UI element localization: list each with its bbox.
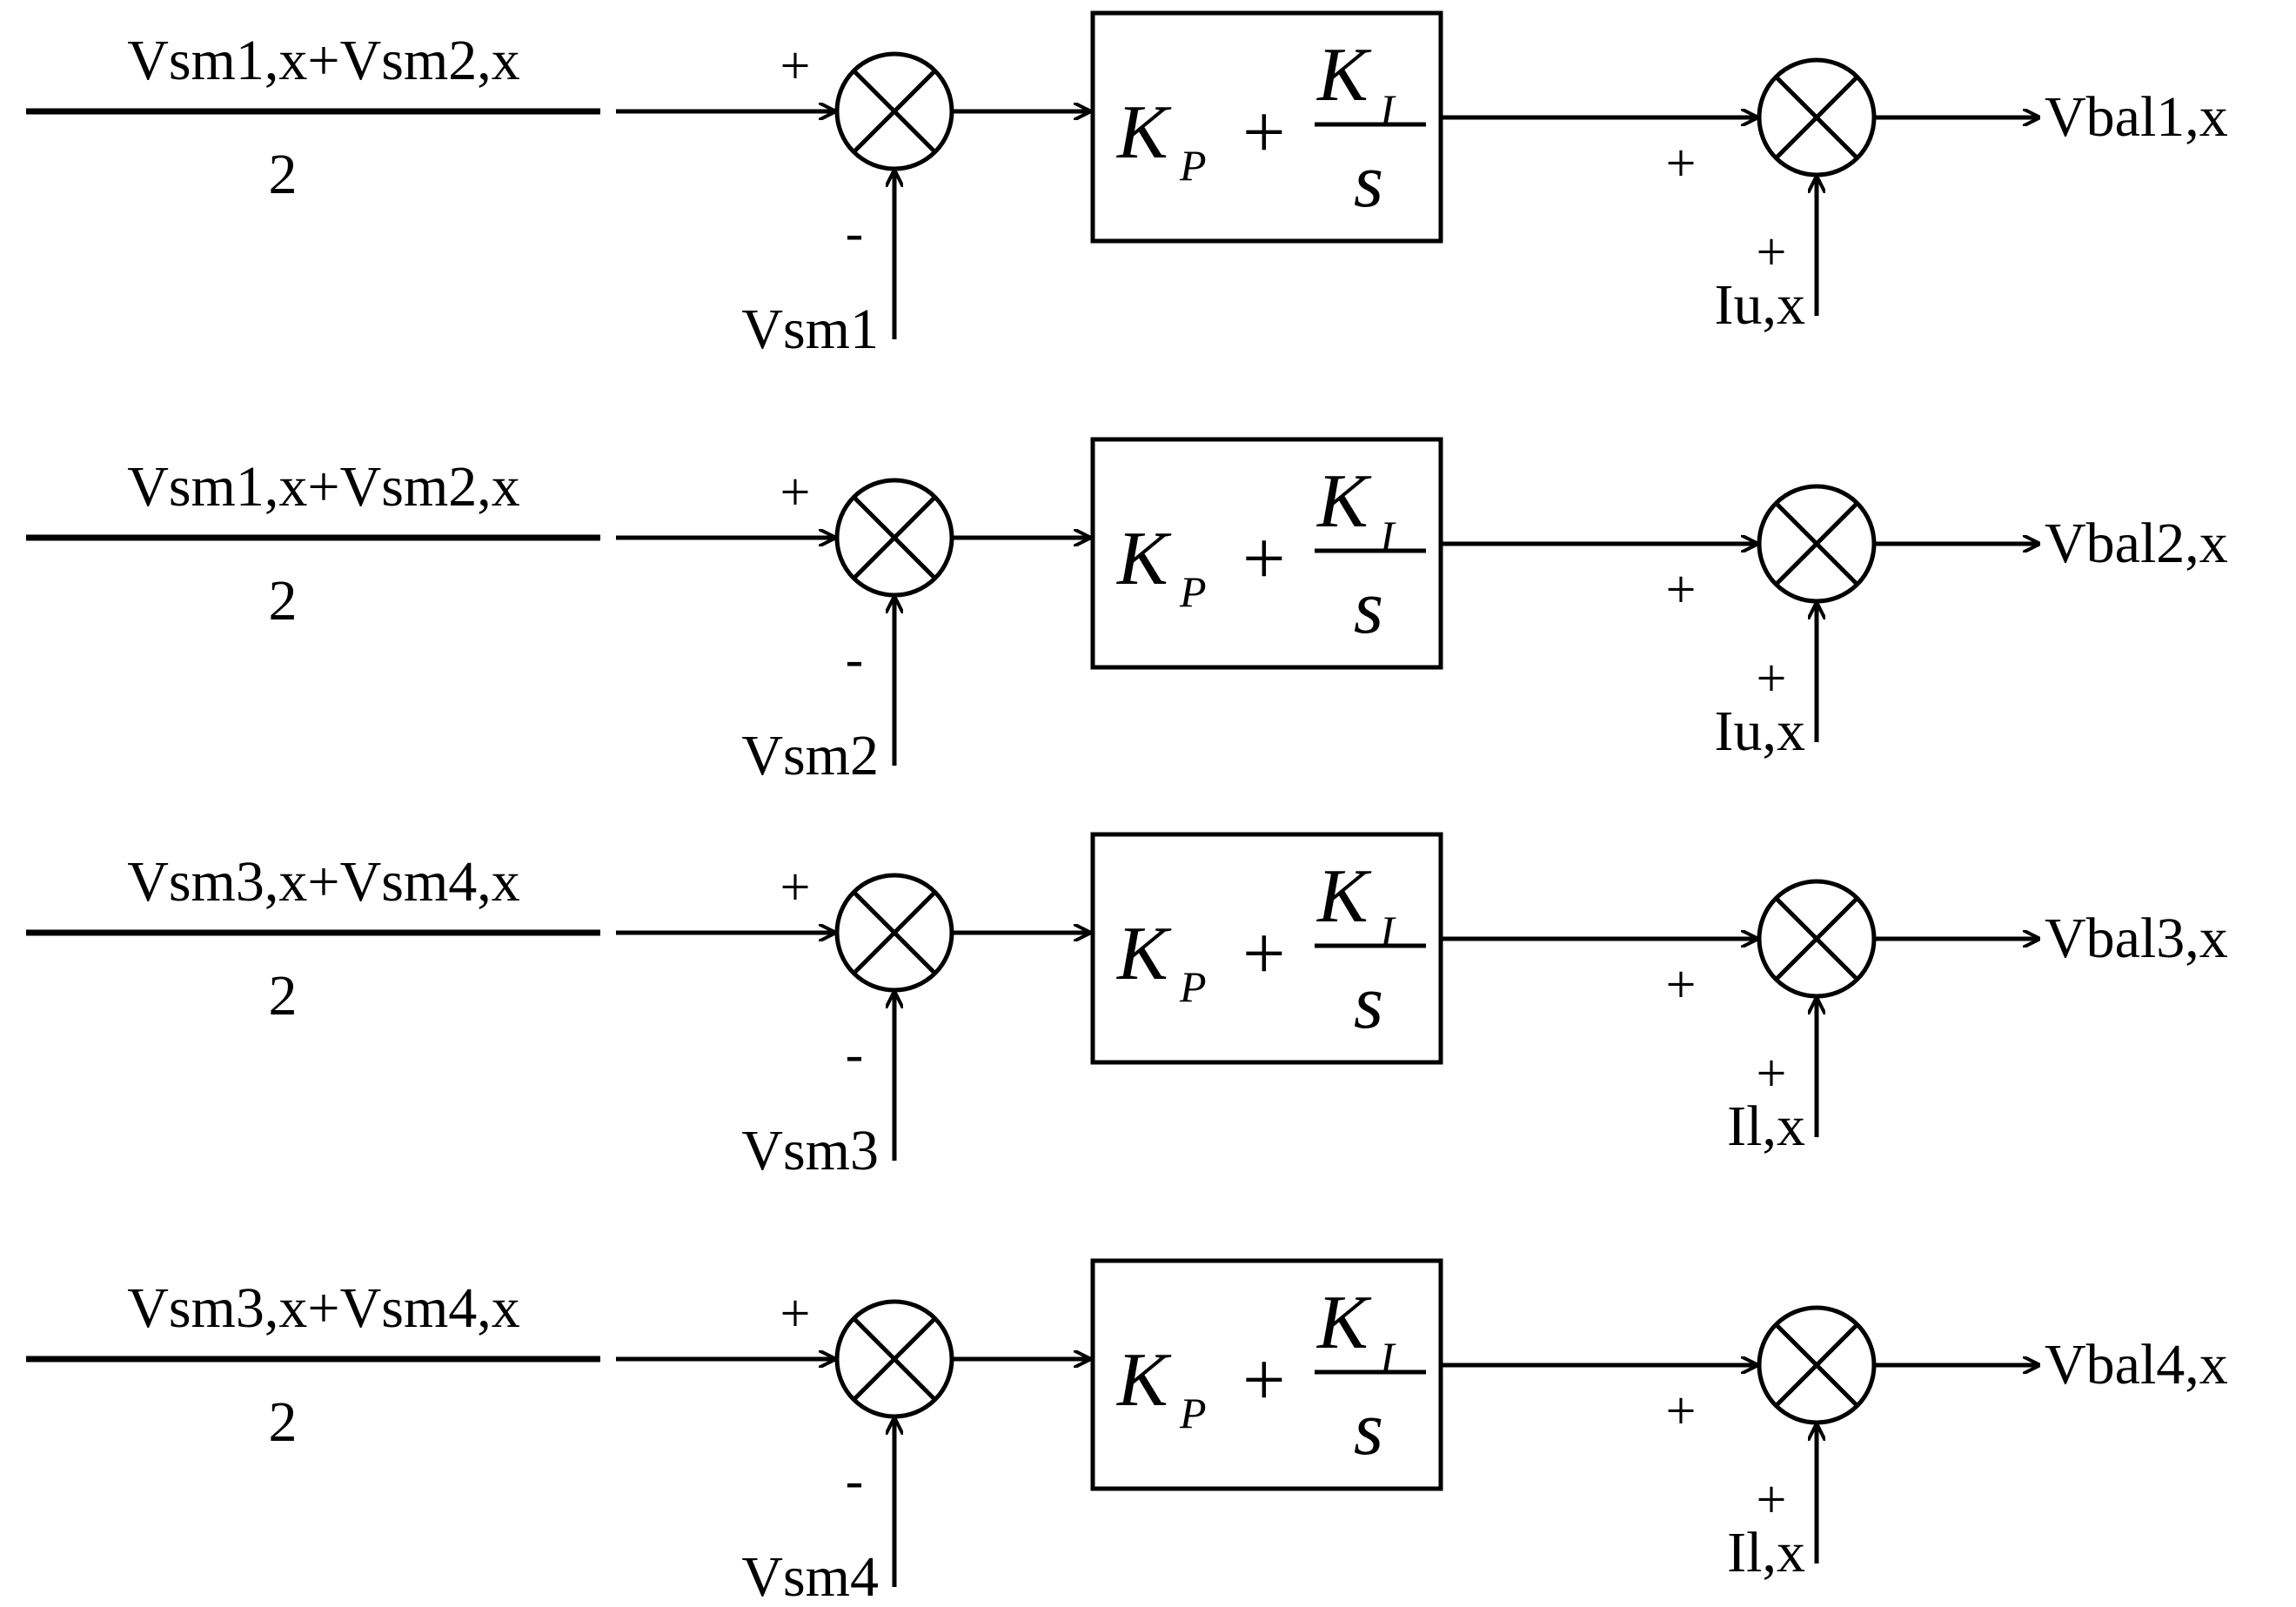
current-input-sign: + [1757, 649, 1787, 708]
ki-symbol: K [1315, 1281, 1372, 1365]
reference-sign: + [780, 463, 811, 522]
ki-symbol: K [1315, 854, 1372, 939]
output-label: Vbal4,x [2045, 1333, 2228, 1396]
plus-symbol: + [1242, 912, 1286, 996]
s-symbol: s [1354, 961, 1383, 1045]
ki-subscript: I [1379, 1333, 1396, 1382]
controller-sign: + [1666, 560, 1697, 619]
ki-subscript: I [1379, 512, 1396, 560]
kp-subscript: P [1179, 1389, 1207, 1437]
reference-numerator: Vsm3,x+Vsm4,x [127, 850, 520, 914]
s-symbol: s [1354, 139, 1383, 224]
reference-denominator: 2 [269, 143, 298, 206]
feedback-label: Vsm3 [741, 1119, 879, 1182]
current-input-sign: + [1757, 1044, 1787, 1103]
kp-subscript: P [1179, 567, 1207, 616]
reference-denominator: 2 [269, 569, 298, 633]
current-input-sign: + [1757, 1470, 1787, 1530]
junction-cross-line [852, 495, 937, 580]
pi-controller-block [1090, 10, 1443, 244]
ki-symbol: K [1315, 33, 1372, 117]
junction-cross-line [852, 69, 937, 154]
current-input-label: Il,x [1727, 1095, 1805, 1158]
kp-symbol: K [1115, 1338, 1172, 1423]
plus-symbol: + [1242, 1338, 1286, 1423]
output-label: Vbal1,x [2045, 85, 2228, 149]
output-label: Vbal3,x [2045, 907, 2228, 970]
kp-symbol: K [1115, 90, 1172, 175]
reference-sign: + [780, 1284, 811, 1343]
current-input-label: Il,x [1727, 1521, 1805, 1584]
feedback-sign: - [846, 630, 864, 689]
reference-numerator: Vsm1,x+Vsm2,x [127, 455, 520, 519]
kp-subscript: P [1179, 141, 1207, 190]
ki-symbol: K [1315, 459, 1372, 544]
pi-controller-block [1090, 1258, 1443, 1491]
feedback-sign: - [846, 1025, 864, 1084]
reference-sign: + [780, 858, 811, 917]
current-input-label: Iu,x [1715, 700, 1805, 763]
feedback-label: Vsm4 [741, 1545, 879, 1607]
reference-sign: + [780, 37, 811, 96]
feedback-sign: - [846, 1451, 864, 1510]
controller-sign: + [1666, 1382, 1697, 1441]
s-symbol: s [1354, 1387, 1383, 1471]
kp-subscript: P [1179, 962, 1207, 1011]
reference-denominator: 2 [269, 1390, 298, 1454]
feedback-label: Vsm2 [741, 724, 879, 787]
reference-numerator: Vsm1,x+Vsm2,x [127, 29, 520, 92]
kp-symbol: K [1115, 517, 1172, 601]
junction-cross-line [852, 1316, 937, 1402]
junction-cross-line [1774, 896, 1859, 981]
pi-controller-block [1090, 832, 1443, 1065]
ki-subscript: I [1379, 907, 1396, 955]
junction-cross-line [1774, 1322, 1859, 1408]
junction-cross-line [1774, 501, 1859, 586]
ki-subscript: I [1379, 85, 1396, 134]
reference-denominator: 2 [269, 964, 298, 1028]
junction-cross-line [1774, 75, 1859, 160]
output-label: Vbal2,x [2045, 512, 2228, 575]
controller-sign: + [1666, 134, 1697, 193]
pi-controller-block [1090, 437, 1443, 670]
current-input-sign: + [1757, 223, 1787, 282]
plus-symbol: + [1242, 517, 1286, 601]
reference-numerator: Vsm3,x+Vsm4,x [127, 1276, 520, 1340]
feedback-label: Vsm1 [741, 298, 879, 361]
kp-symbol: K [1115, 912, 1172, 996]
controller-sign: + [1666, 955, 1697, 1014]
current-input-label: Iu,x [1715, 273, 1805, 337]
plus-symbol: + [1242, 90, 1286, 175]
feedback-sign: - [846, 204, 864, 263]
junction-cross-line [852, 890, 937, 975]
s-symbol: s [1354, 566, 1383, 650]
